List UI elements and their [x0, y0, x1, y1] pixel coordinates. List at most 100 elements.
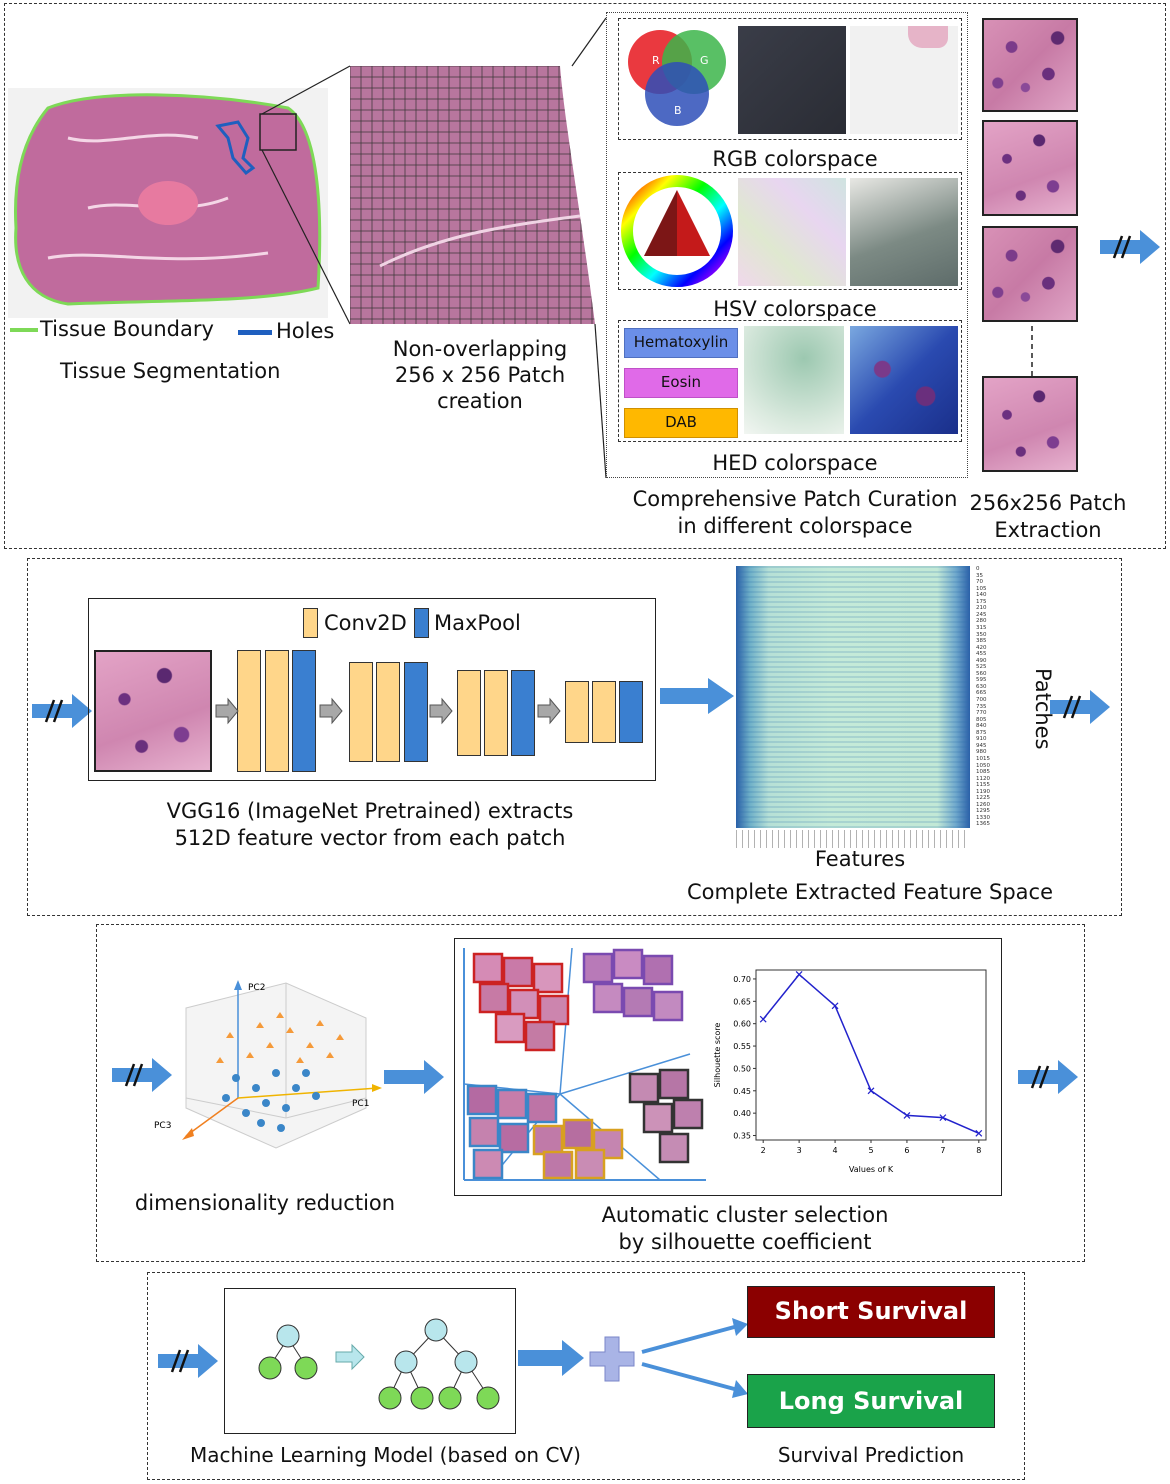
heatmap-ytick-label: 280	[976, 618, 987, 625]
holes-legend-line	[238, 330, 272, 335]
y-tick-label: 0.35	[733, 1132, 751, 1141]
clustering-figure	[454, 938, 1002, 1196]
blue-cluster	[466, 1084, 558, 1180]
conv-block-3b	[484, 670, 508, 756]
ml-model-caption: Machine Learning Model (based on CV)	[190, 1443, 581, 1467]
heatmap-ytick-label: 1365	[976, 821, 990, 828]
y-tick-label: 0.55	[733, 1042, 751, 1051]
y-axis-label: Silhouette score	[713, 1023, 722, 1088]
heatmap-ytick-label: 980	[976, 749, 987, 756]
heatmap-ytick-label: 1190	[976, 788, 990, 795]
to-prediction-arrow	[518, 1340, 584, 1376]
zoom-lines	[261, 17, 607, 479]
plus-icon	[589, 1336, 635, 1382]
pc2-label: PC2	[248, 983, 265, 993]
pc3-axis	[185, 1097, 239, 1137]
conv-block-1b	[265, 650, 289, 772]
heatmap-ytick-label: 1225	[976, 795, 990, 802]
heatmap-ytick-label: 420	[976, 644, 987, 651]
heatmap-ytick-label: 210	[976, 605, 987, 612]
extracted-patch-1	[982, 18, 1078, 112]
y-tick-label: 0.60	[733, 1020, 751, 1029]
patch-ellipsis-line	[1031, 326, 1033, 376]
rgb-r-label: R	[652, 54, 660, 67]
purple-cluster	[582, 948, 684, 1022]
patch-grid	[350, 66, 595, 324]
patch-creation-caption-2: 256 x 256 Patch	[394, 363, 566, 387]
continue-arrow-icon-2	[32, 694, 92, 728]
x-tick-label: 4	[833, 1146, 838, 1155]
flow-arrow-2	[319, 697, 343, 725]
vgg-flow-arrows	[215, 697, 561, 725]
tissue-boundary-legend-line	[10, 328, 38, 332]
heatmap-ytick-label: 350	[976, 631, 987, 638]
extracted-patch-2	[982, 120, 1078, 216]
flow-arrow-4	[537, 697, 561, 725]
heatmap-ytick-label: 805	[976, 716, 987, 723]
tree-growth-arrow	[335, 1343, 365, 1371]
heatmap-ytick-label: 1155	[976, 782, 990, 789]
decision-tree-icons	[258, 1318, 500, 1410]
heatmap-ytick-label: 1085	[976, 769, 990, 776]
panel-patch-extraction	[4, 3, 1166, 549]
heatmap-ytick-label: 70	[976, 579, 983, 586]
heatmap-ytick-label: 140	[976, 592, 987, 599]
pca-3d-scatter: PC2 PC1 PC3	[154, 980, 382, 1149]
hed-patch-blue	[850, 326, 958, 434]
features-axis-label: Features	[814, 847, 906, 871]
survival-prediction-caption: Survival Prediction	[777, 1443, 965, 1467]
ml-model-box	[224, 1288, 516, 1434]
pool-block-3	[511, 670, 535, 756]
y-tick-label: 0.70	[733, 975, 751, 984]
patch-creation-caption-1: Non-overlapping	[392, 337, 568, 361]
pool-block-1	[292, 650, 316, 772]
heatmap-ytick-label: 1330	[976, 814, 990, 821]
continue-arrow-icon-4	[112, 1058, 172, 1092]
hed-patch-green	[744, 326, 844, 434]
rgb-venn-icon: R G B	[628, 30, 726, 126]
panel-feature-extraction	[27, 558, 1122, 916]
hematoxylin-label: Hematoxylin	[633, 333, 729, 351]
pc3-label: PC3	[154, 1121, 171, 1131]
red-cluster	[472, 952, 570, 1052]
chart-plot-area	[755, 969, 987, 1141]
patch-creation-caption-3: creation	[437, 389, 523, 413]
curation-caption-1: Comprehensive Patch Curation	[632, 487, 958, 511]
heatmap-ytick-label: 1295	[976, 808, 990, 815]
feature-heatmap	[736, 566, 970, 828]
silhouette-point	[867, 1087, 875, 1095]
hsv-patch-pastel	[738, 178, 846, 286]
tissue-boundary-label: Tissue Boundary	[40, 317, 214, 341]
silhouette-point	[795, 971, 803, 978]
heatmap-ytick-label: 595	[976, 677, 987, 684]
hsv-wheel-icon	[621, 175, 733, 287]
heatmap-ytick-label: 1050	[976, 762, 990, 769]
split-arrows	[641, 1318, 748, 1398]
extracted-patch-3	[982, 226, 1078, 322]
input-patch	[94, 650, 212, 772]
rgb-group	[618, 18, 962, 140]
heatmap-ytick-label: 0	[976, 566, 980, 572]
conv-block-3a	[457, 670, 481, 756]
eosin-channel	[624, 368, 738, 398]
orange-cluster	[532, 1118, 624, 1180]
tissue-segmentation-caption: Tissue Segmentation	[60, 359, 281, 383]
heatmap-ytick-label: 560	[976, 670, 987, 677]
heatmap-ytick-label: 105	[976, 585, 987, 592]
extraction-caption-2: Extraction	[994, 518, 1102, 542]
x-axis-label: Values of K	[849, 1165, 894, 1174]
pool-block-4	[619, 681, 643, 743]
heatmap-ytick-label: 525	[976, 664, 987, 671]
silhouette-point	[939, 1114, 947, 1122]
heatmap-ytick-label: 910	[976, 736, 987, 743]
pool-legend-swatch	[414, 608, 429, 638]
dimensionality-reduction-caption: dimensionality reduction	[134, 1191, 396, 1215]
heatmap-ytick-label: 630	[976, 683, 987, 690]
heatmap-ytick-label: 315	[976, 624, 987, 631]
holes-label: Holes	[276, 319, 335, 343]
curation-caption-2: in different colorspace	[677, 514, 913, 538]
heatmap-ytick-label: 1015	[976, 755, 990, 762]
rgb-colorspace-label: RGB colorspace	[712, 147, 878, 171]
hsv-colorspace-label: HSV colorspace	[713, 297, 877, 321]
